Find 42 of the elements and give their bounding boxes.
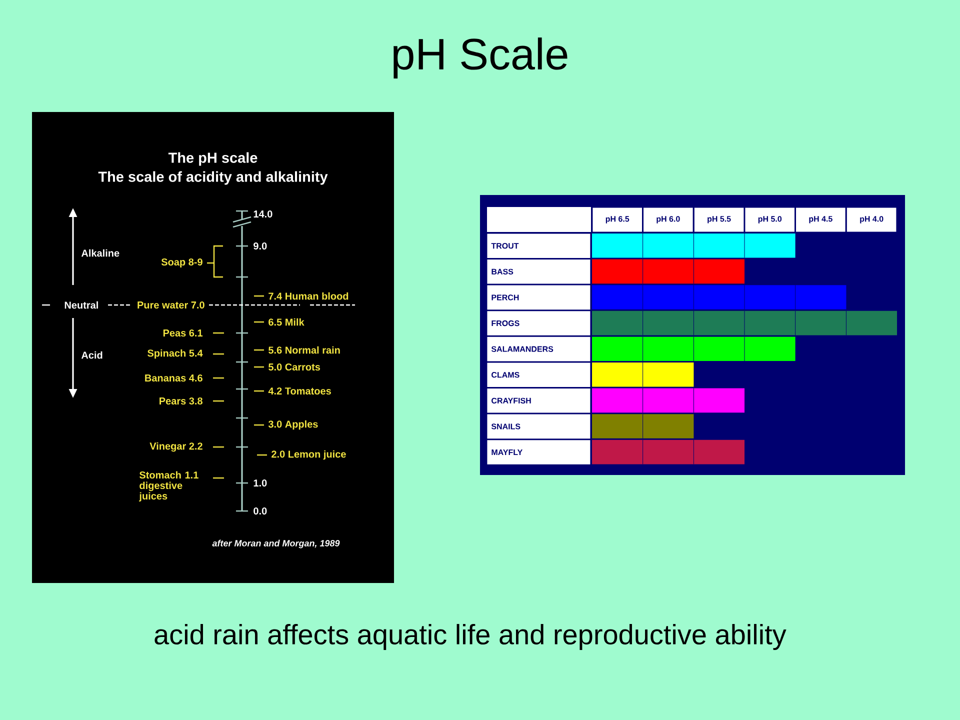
- scale-label: Pears 3.8: [160, 397, 202, 405]
- scale-label: Spinach 5.4: [148, 349, 203, 359]
- scale-label: Bananas 4.6: [145, 374, 202, 382]
- column-header: pH 6.0: [644, 208, 693, 232]
- scale-label: 1.0: [254, 479, 267, 487]
- scale-label: Alkaline: [81, 249, 120, 257]
- scale-label: 0.0: [254, 507, 267, 515]
- scale-label: Neutral: [64, 301, 98, 309]
- scale-label: 5.0 Carrots: [268, 363, 320, 371]
- scale-title: The scale of acidity and alkalinity: [98, 171, 328, 185]
- title: pH Scale: [394, 38, 568, 78]
- scale-label: 14.0: [254, 210, 272, 218]
- scale-label: 9.0: [254, 242, 267, 250]
- scale-label: Pure water 7.0: [138, 301, 204, 309]
- row-header: TROUT: [487, 234, 590, 258]
- row-header: SALAMANDERS: [487, 336, 590, 362]
- column-header: pH 6.5: [592, 208, 642, 232]
- scale-label: Peas 6.1: [163, 329, 203, 337]
- row-header: MAYFLY: [487, 440, 590, 464]
- row-header: CLAMS: [487, 362, 590, 387]
- scale-label: Vinegar 2.2: [150, 442, 202, 452]
- caption: acid rain affects aquatic life and reproductive ability: [154, 624, 786, 650]
- scale-label: Acid: [81, 351, 102, 359]
- column-header: pH 5.5: [694, 208, 744, 232]
- scale-label: 3.0 Apples: [268, 420, 318, 430]
- scale-label: 2.0 Lemon juice: [272, 450, 346, 460]
- row-header: CRAYFISH: [487, 388, 590, 413]
- scale-label: 4.2 Tomatoes: [268, 387, 331, 395]
- source-note: after Moran and Morgan, 1989: [212, 540, 340, 548]
- row-header: PERCH: [487, 285, 590, 310]
- row-header: SNAILS: [487, 414, 590, 439]
- column-header: pH 4.5: [796, 208, 846, 232]
- row-header: BASS: [487, 260, 590, 284]
- row-header: FROGS: [487, 311, 590, 336]
- scale-label: Stomach 1.1 digestive juices: [139, 471, 198, 502]
- column-header: pH 4.0: [846, 208, 896, 232]
- column-header: pH 5.0: [745, 208, 795, 232]
- scale-label: 5.6 Normal rain: [268, 346, 340, 354]
- scale-label: Soap 8-9: [161, 258, 202, 268]
- scale-title: The pH scale: [168, 152, 258, 166]
- scale-label: 7.4 Human blood: [268, 292, 348, 300]
- scale-label: 6.5 Milk: [268, 318, 304, 326]
